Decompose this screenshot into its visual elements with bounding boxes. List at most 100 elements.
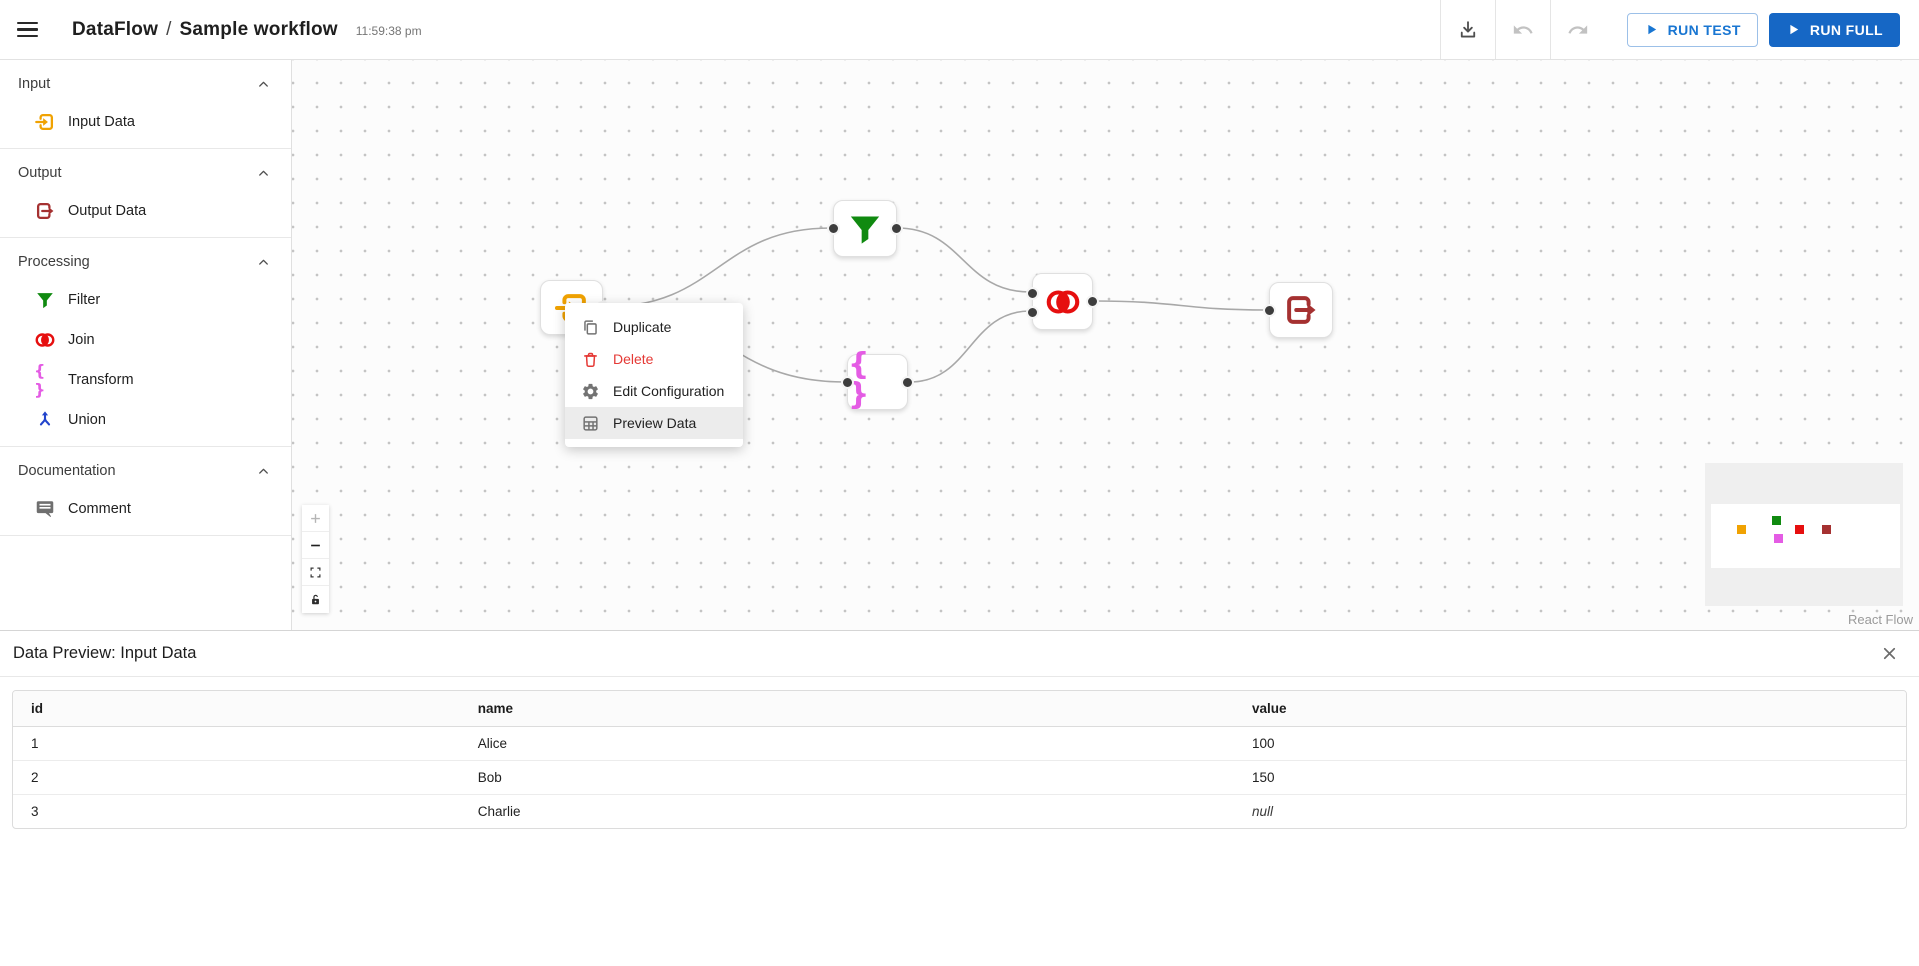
download-button[interactable]	[1441, 0, 1495, 59]
handle-target-b[interactable]	[1026, 306, 1039, 319]
node-output-data[interactable]	[1263, 282, 1333, 338]
table-header-row: id name value	[13, 691, 1906, 727]
cell-id: 1	[13, 726, 460, 761]
play-icon	[1790, 24, 1798, 35]
palette-section-output: Output Output Data	[0, 149, 291, 238]
handle-target-a[interactable]	[1026, 287, 1039, 300]
node-palette-sidebar: Input Input Data Output	[0, 60, 292, 630]
topbar: DataFlow/Sample workflow 11:59:38 pm RUN…	[0, 0, 1919, 60]
react-flow-attribution: React Flow	[1847, 612, 1913, 627]
handle-target[interactable]	[827, 222, 840, 235]
minimap-node-output	[1822, 525, 1831, 534]
chevron-up-icon[interactable]	[256, 77, 271, 92]
toolbar-divider	[1494, 0, 1496, 59]
canvas-controls	[302, 505, 329, 613]
node-transform[interactable]: { }	[841, 350, 914, 410]
section-header-documentation[interactable]: Documentation	[0, 461, 291, 481]
run-full-button[interactable]: RUN FULL	[1768, 12, 1900, 47]
page-title: DataFlow/Sample workflow	[72, 19, 338, 41]
fit-view-button[interactable]	[302, 559, 329, 586]
chevron-up-icon[interactable]	[256, 255, 271, 270]
node-context-menu: Duplicate Delete Edit Co	[565, 303, 743, 447]
close-preview-button[interactable]	[1878, 642, 1901, 665]
brand-name: DataFlow	[72, 18, 159, 40]
column-header-name: name	[459, 691, 1234, 727]
download-icon	[1460, 20, 1475, 38]
minimap-node-filter	[1772, 516, 1781, 525]
toolbar-actions: RUN TEST RUN FULL	[1439, 0, 1919, 59]
handle-source[interactable]	[1086, 295, 1099, 308]
union-icon	[34, 409, 56, 431]
handle-target[interactable]	[1263, 303, 1276, 317]
table-icon	[581, 414, 600, 433]
section-header-input[interactable]: Input	[0, 74, 291, 94]
cell-name: Charlie	[477, 804, 521, 819]
redo-button[interactable]	[1551, 0, 1605, 59]
palette-item-output-data[interactable]: Output Data	[0, 191, 291, 231]
minimap-viewport	[1711, 504, 1900, 568]
palette-item-union[interactable]: Union	[0, 400, 291, 440]
palette-item-filter[interactable]: Filter	[0, 280, 291, 320]
cell-id: 3	[31, 804, 39, 819]
palette-item-join[interactable]: Join	[0, 320, 291, 360]
palette-item-label: Transform	[68, 372, 134, 388]
edge-transform-join[interactable]	[909, 310, 1031, 383]
cell-id: 2	[13, 760, 460, 795]
cell-name: Alice	[459, 726, 1234, 761]
edge-filter-join[interactable]	[896, 227, 1031, 293]
section-label: Input	[18, 76, 51, 92]
main-area: Input Input Data Output	[0, 60, 1919, 630]
chevron-up-icon[interactable]	[256, 166, 271, 181]
minimap[interactable]	[1705, 463, 1903, 606]
flow-canvas[interactable]: { }	[292, 60, 1919, 630]
filter-icon	[850, 216, 880, 244]
section-header-processing[interactable]: Processing	[0, 252, 291, 272]
context-menu-item-preview-data[interactable]: Preview Data	[565, 407, 743, 439]
section-header-output[interactable]: Output	[0, 163, 291, 183]
data-preview-panel: Data Preview: Input Data id name value 1…	[0, 630, 1919, 966]
undo-button[interactable]	[1496, 0, 1550, 59]
section-label: Output	[18, 165, 62, 181]
palette-item-label: Join	[68, 332, 95, 348]
minimap-node-join	[1795, 525, 1804, 534]
table-row: 3 Charlie null	[13, 795, 1906, 829]
plus-icon	[311, 513, 320, 523]
handle-source[interactable]	[901, 375, 914, 389]
section-label: Processing	[18, 254, 90, 270]
context-menu-item-edit-configuration[interactable]: Edit Configuration	[565, 375, 743, 407]
transform-icon: { }	[34, 361, 47, 399]
run-test-button[interactable]: RUN TEST	[1626, 12, 1758, 47]
zoom-out-button[interactable]	[302, 532, 329, 559]
handle-target[interactable]	[841, 375, 854, 389]
palette-item-input-data[interactable]: Input Data	[0, 102, 291, 142]
menu-icon[interactable]	[0, 0, 54, 60]
lock-button[interactable]	[302, 586, 329, 613]
palette-item-comment[interactable]: Comment	[0, 489, 291, 529]
redo-icon	[1568, 24, 1587, 34]
table-row: 2 Bob 150	[13, 760, 1906, 795]
edge-join-output[interactable]	[1094, 300, 1268, 311]
context-menu-item-duplicate[interactable]: Duplicate	[565, 311, 743, 343]
zoom-in-button[interactable]	[302, 505, 329, 532]
chevron-up-icon[interactable]	[256, 464, 271, 479]
palette-item-transform[interactable]: { } Transform	[0, 360, 291, 400]
data-preview-header: Data Preview: Input Data	[0, 631, 1919, 677]
output-data-icon	[1287, 296, 1316, 324]
context-menu-item-delete[interactable]: Delete	[565, 343, 743, 375]
trash-icon	[581, 350, 600, 369]
run-test-label: RUN TEST	[1667, 21, 1741, 38]
close-icon	[1883, 647, 1896, 660]
node-filter[interactable]	[827, 200, 903, 257]
filter-icon	[34, 289, 56, 311]
node-join[interactable]	[1026, 273, 1099, 330]
data-preview-table: id name value 1 Alice 100 2 Bob 150 3	[12, 690, 1907, 829]
context-menu-label: Preview Data	[613, 415, 697, 431]
run-full-label: RUN FULL	[1809, 21, 1883, 38]
minus-icon	[311, 544, 320, 546]
palette-item-label: Union	[68, 412, 106, 428]
toolbar-divider	[1439, 0, 1441, 59]
table-row: 1 Alice 100	[13, 726, 1906, 761]
handle-source[interactable]	[890, 222, 903, 235]
edge-input-filter[interactable]	[604, 227, 832, 308]
comment-icon	[34, 498, 56, 520]
